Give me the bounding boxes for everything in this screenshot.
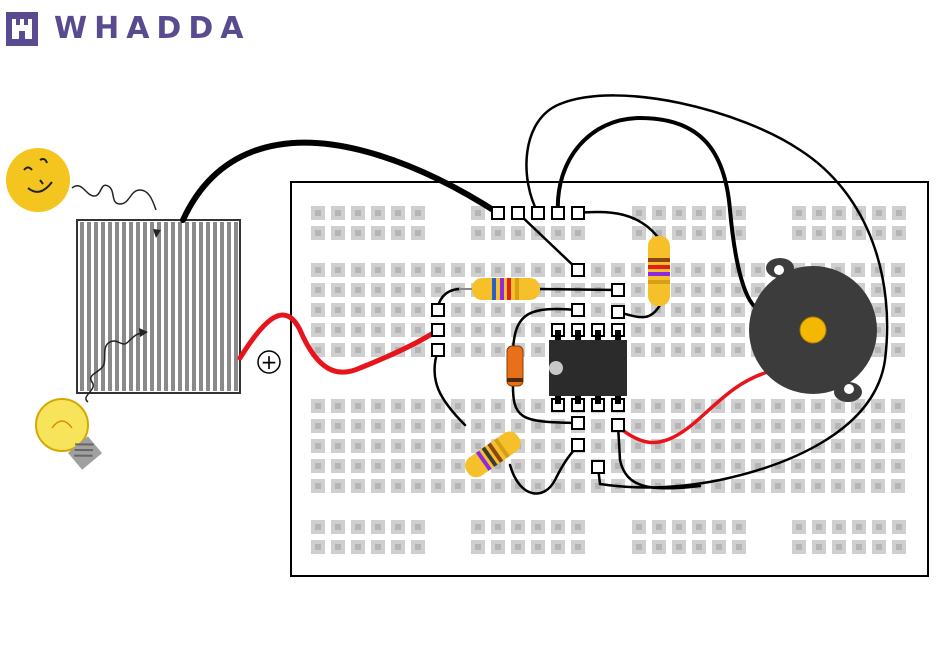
wire-endpoint: [492, 207, 504, 219]
wire-endpoint: [572, 439, 584, 451]
wire-endpoint: [432, 344, 444, 356]
wire-endpoint: [512, 207, 524, 219]
ic-chip-8-pin: [549, 340, 627, 396]
wire-endpoint: [432, 304, 444, 316]
wire-endpoint: [572, 264, 584, 276]
sun-icon: [6, 148, 70, 212]
wire-endpoint: [572, 207, 584, 219]
wire-endpoint: [612, 419, 624, 431]
wire-endpoint: [612, 284, 624, 296]
wire-endpoint: [432, 324, 444, 336]
wire-endpoint: [572, 304, 584, 316]
sunlight-ray: [72, 185, 156, 210]
wire-endpoint: [532, 207, 544, 219]
wire-endpoint: [612, 306, 624, 318]
wire-endpoint: [592, 461, 604, 473]
resistor-vertical: [648, 236, 670, 306]
wire-endpoint: [552, 207, 564, 219]
capacitor: [507, 346, 523, 386]
wire-endpoint: [572, 417, 584, 429]
positive-terminal-plus: +: [261, 350, 278, 374]
light-bulb-icon: [36, 399, 102, 470]
